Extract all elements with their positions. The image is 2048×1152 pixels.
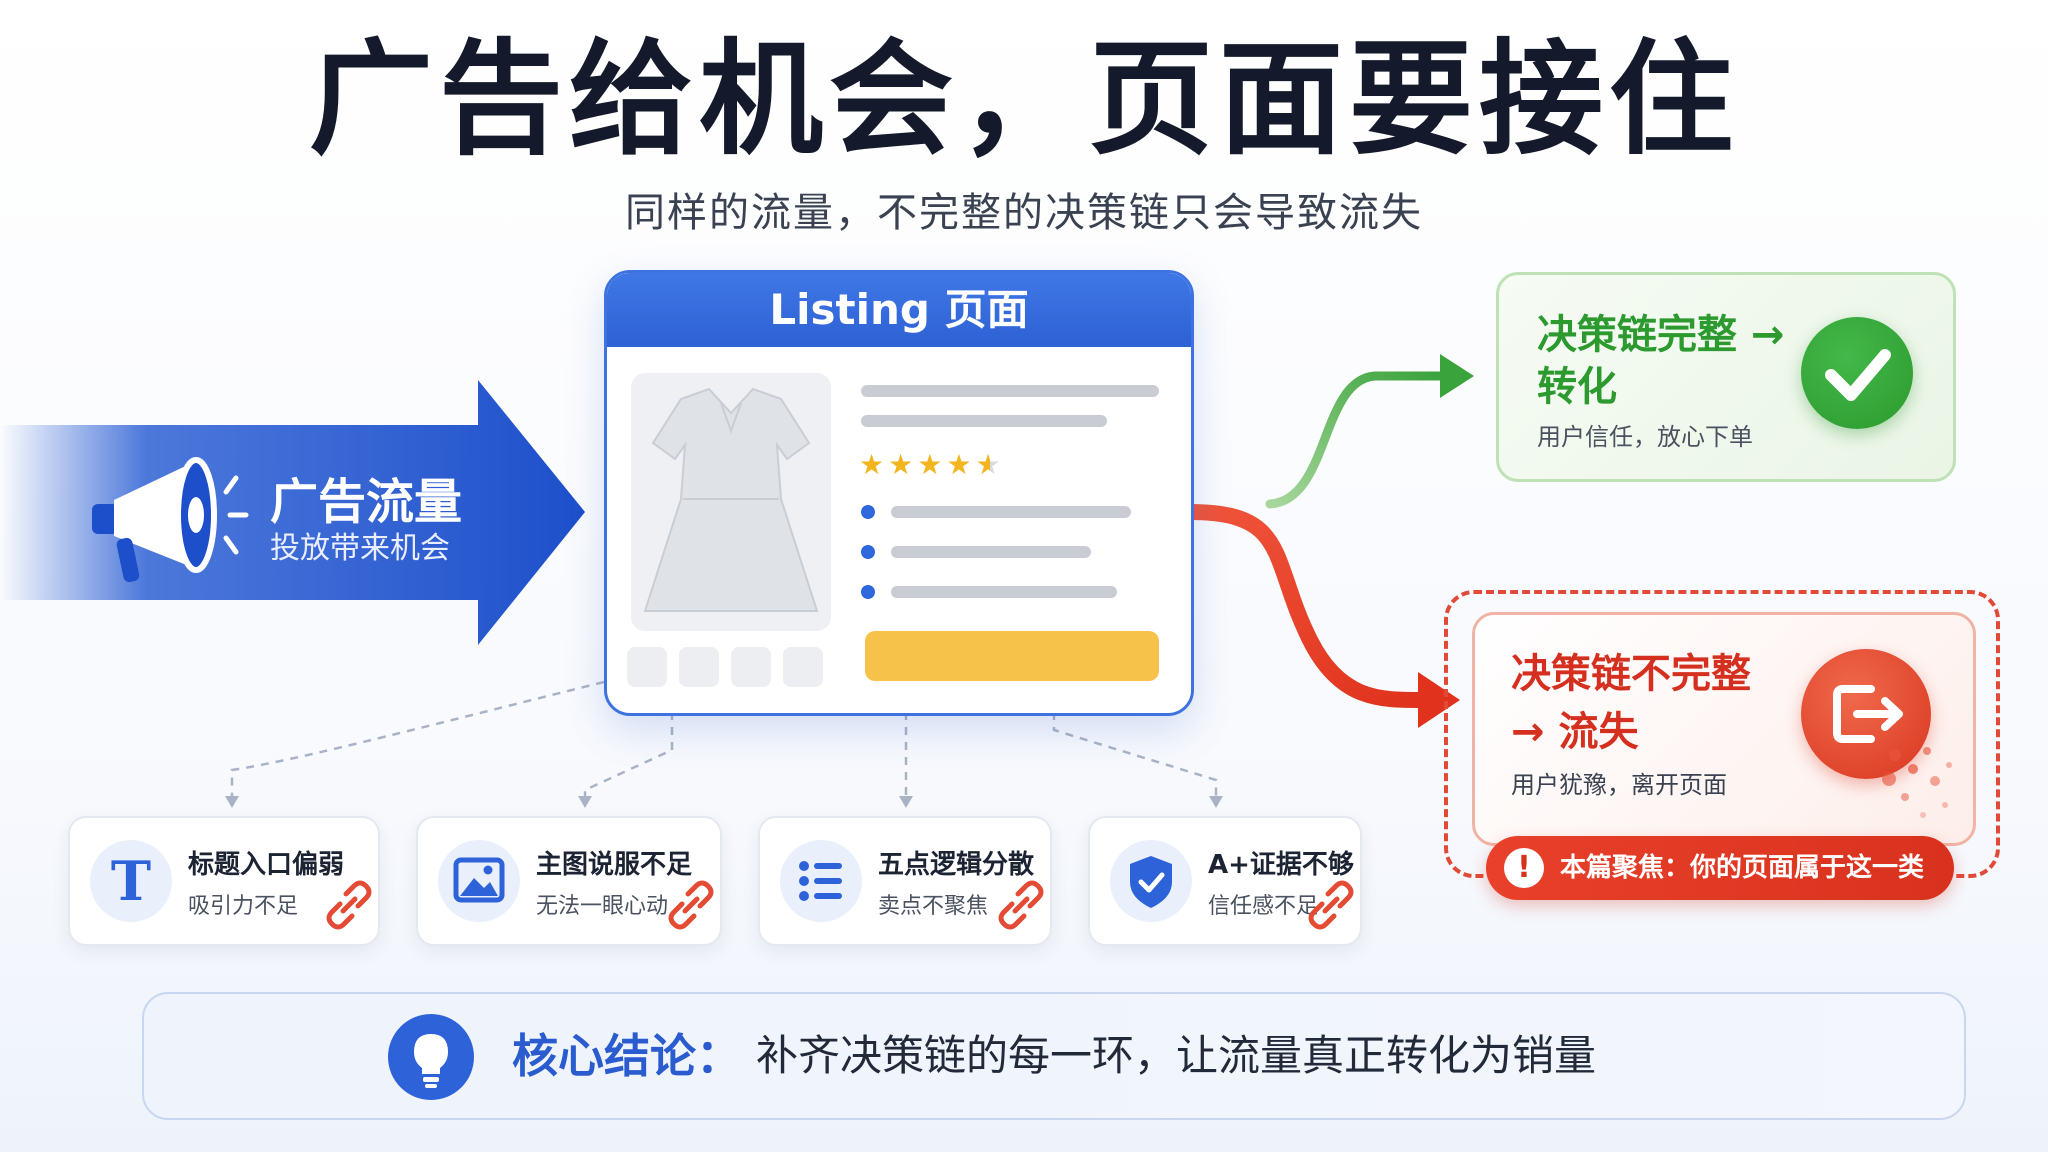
placeholder-bullet-line	[891, 586, 1117, 598]
issue-icon-wrap	[780, 840, 862, 922]
star-icon: ★	[946, 448, 976, 481]
success-subtitle: 用户信任，放心下单	[1537, 423, 1753, 451]
scatter-particles	[1882, 747, 1952, 818]
shield-check-icon	[1130, 856, 1172, 908]
star-icon: ★	[917, 448, 947, 481]
ad-traffic-subtitle: 投放带来机会	[270, 531, 450, 566]
failure-connector	[1182, 504, 1428, 708]
failure-title: 决策链不完整 → 流失	[1511, 645, 1751, 761]
listing-header: Listing 页面	[607, 273, 1191, 347]
checkmark-icon	[1825, 349, 1891, 401]
conclusion-bar: 核心结论： 补齐决策链的每一环，让流量真正转化为销量	[142, 992, 1966, 1120]
issue-subtitle: 信任感不足	[1208, 894, 1319, 919]
issue-icon-wrap	[438, 840, 520, 922]
issue-subtitle: 吸引力不足	[188, 894, 299, 919]
broken-link-icon	[668, 880, 714, 930]
issue-icon-wrap: T	[90, 840, 172, 922]
star-icon: ★	[859, 448, 889, 481]
failure-badge	[1801, 649, 1931, 779]
placeholder-bullet-line	[891, 506, 1131, 518]
broken-link-icon	[1308, 880, 1354, 930]
listing-page-card: Listing 页面 ★★★★★	[604, 270, 1194, 716]
thumbnail	[783, 647, 823, 687]
megaphone-icon	[92, 457, 249, 583]
placeholder-title-line	[861, 415, 1107, 427]
failure-subtitle: 用户犹豫，离开页面	[1511, 771, 1727, 799]
issue-title: 主图说服不足	[536, 850, 693, 880]
add-to-cart-button[interactable]	[865, 631, 1159, 681]
success-title: 决策链完整 → 转化	[1537, 312, 1785, 410]
failure-arrowhead	[1418, 672, 1460, 728]
issue-title: A+证据不够	[1208, 850, 1354, 880]
thumbnail	[627, 647, 667, 687]
success-connector	[1265, 371, 1445, 509]
dress-icon	[643, 387, 819, 612]
page-title: 广告给机会，页面要接住	[308, 28, 1739, 172]
product-image	[631, 373, 831, 631]
success-badge	[1801, 317, 1913, 429]
star-icon: ★	[888, 448, 918, 481]
bullet-dot	[861, 545, 875, 559]
failure-title-line: → 流失	[1511, 709, 1639, 755]
svg-text:T: T	[111, 849, 151, 913]
exit-icon	[1833, 685, 1903, 743]
issue-card-title: T 标题入口偏弱 吸引力不足	[68, 816, 380, 946]
ad-traffic-arrow	[0, 380, 585, 645]
conclusion-text: 补齐决策链的每一环，让流量真正转化为销量	[756, 1031, 1597, 1080]
issue-card-aplus: A+证据不够 信任感不足	[1088, 816, 1362, 946]
placeholder-title-line	[861, 385, 1159, 397]
bullet-dot	[861, 585, 875, 599]
bullet-dot	[861, 505, 875, 519]
issue-subtitle: 无法一眼心动	[536, 894, 669, 919]
issue-icon-wrap	[1110, 840, 1192, 922]
text-t-icon: T	[111, 849, 151, 913]
issue-title: 标题入口偏弱	[188, 850, 345, 880]
conclusion-label: 核心结论：	[512, 1029, 742, 1083]
ad-traffic-title: 广告流量	[270, 474, 463, 530]
broken-link-icon	[326, 880, 372, 930]
exclamation-icon: !	[1504, 848, 1544, 888]
failure-title-line: 决策链不完整	[1511, 651, 1751, 697]
placeholder-bullet-line	[891, 546, 1091, 558]
issue-title: 五点逻辑分散	[878, 850, 1035, 880]
list-icon	[799, 861, 842, 901]
issue-subtitle: 卖点不聚焦	[878, 894, 989, 919]
thumbnail	[679, 647, 719, 687]
issue-card-bullets: 五点逻辑分散 卖点不聚焦	[758, 816, 1052, 946]
thumbnail	[731, 647, 771, 687]
failure-card: 决策链不完整 → 流失 用户犹豫，离开页面	[1472, 612, 1976, 846]
issue-card-main-image: 主图说服不足 无法一眼心动	[416, 816, 722, 946]
rating-stars: ★★★★★	[859, 448, 1005, 481]
broken-link-icon	[998, 880, 1044, 930]
issue-connectors	[230, 680, 1218, 798]
focus-banner: ! 本篇聚焦：你的页面属于这一类	[1486, 836, 1954, 900]
page-subtitle: 同样的流量，不完整的决策链只会导致流失	[625, 190, 1423, 236]
image-icon	[453, 857, 505, 903]
lightbulb-badge	[388, 1014, 474, 1100]
focus-text: 本篇聚焦：你的页面属于这一类	[1560, 853, 1925, 883]
lightbulb-icon	[414, 1034, 448, 1088]
success-arrowhead	[1440, 354, 1474, 398]
success-card: 决策链完整 → 转化 用户信任，放心下单	[1496, 272, 1956, 482]
half-star-icon: ★	[975, 448, 1005, 481]
